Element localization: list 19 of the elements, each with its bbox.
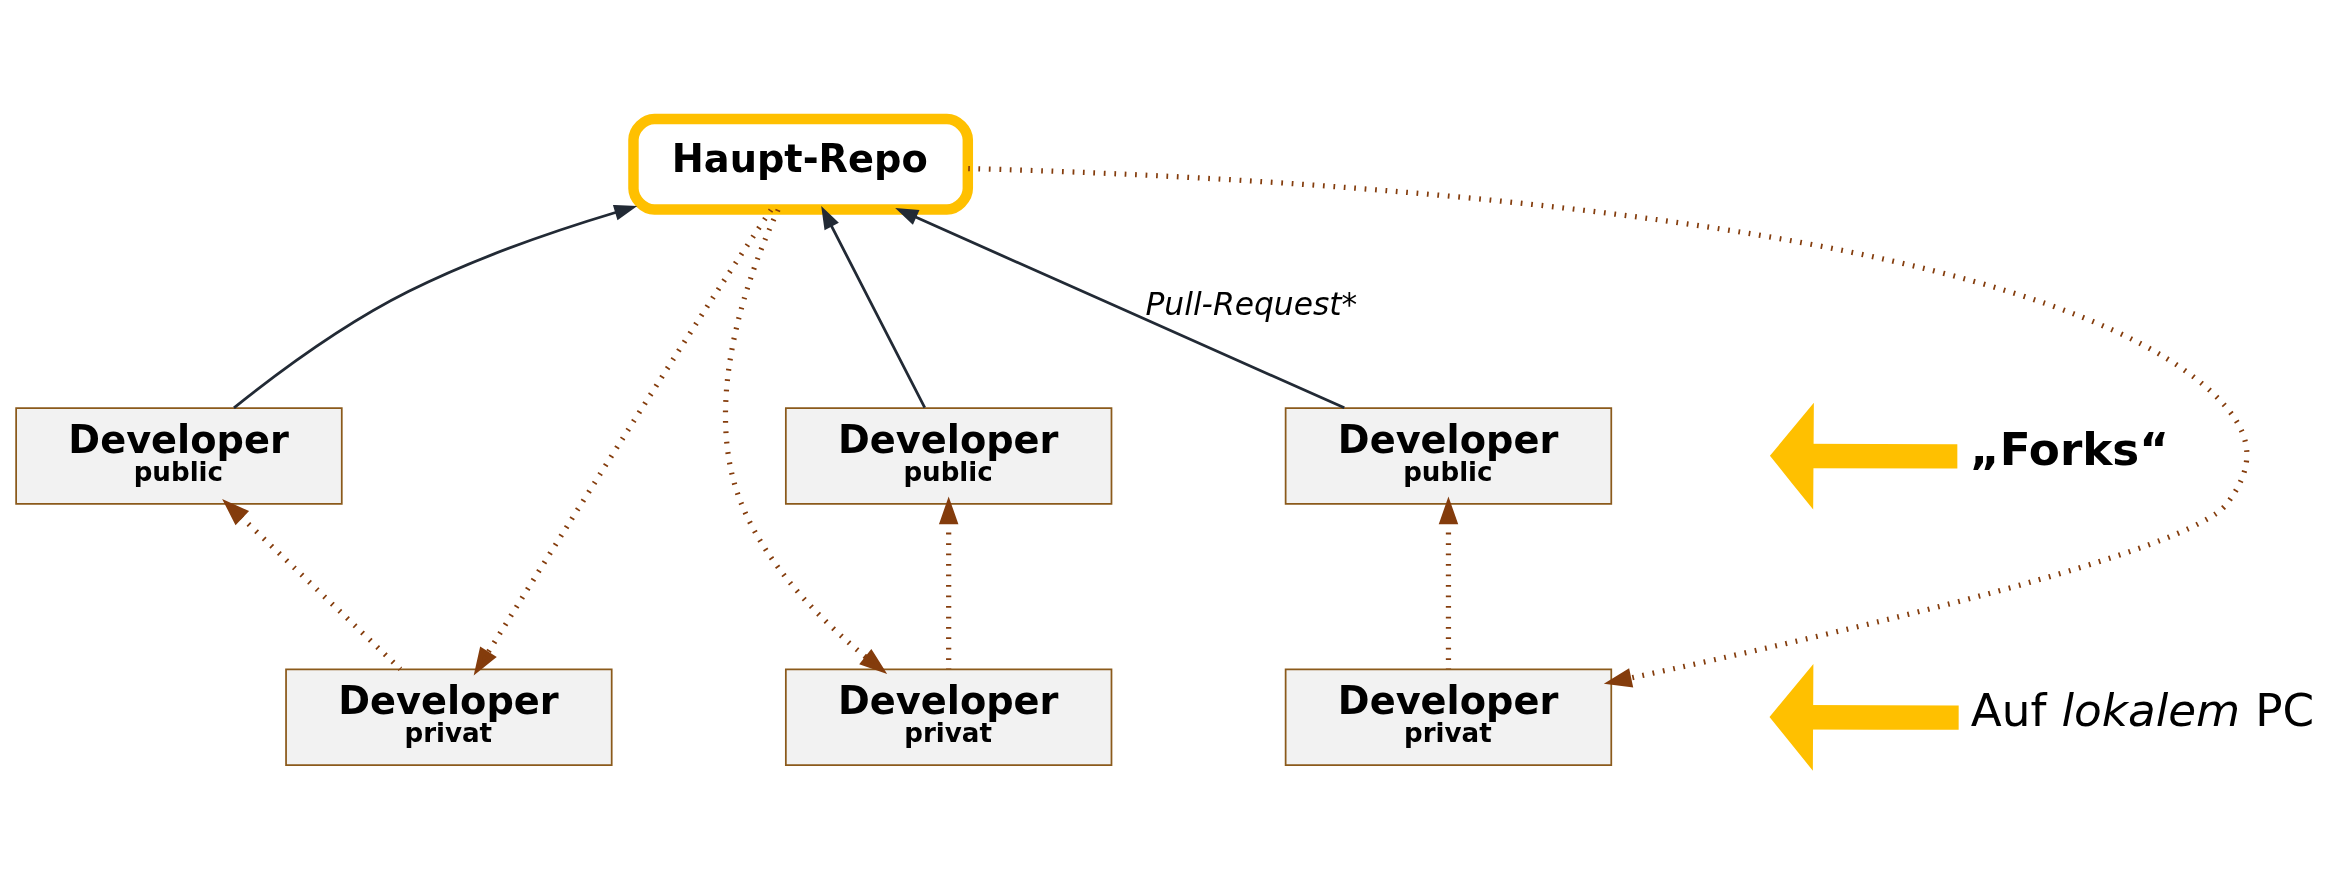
node-box: Developer public [784,407,1113,505]
node-box: Haupt-Repo [628,113,974,215]
arrow [723,208,888,674]
arrow [1769,663,1959,771]
arrow [968,165,2250,688]
node-box: Developer privat [285,668,613,766]
edge-label: Pull-Request* [1145,285,1358,322]
arrow [233,204,638,409]
node-box: Developer privat [784,668,1113,766]
node-box: Developer public [1284,407,1613,505]
node-text: „Forks“ [1970,423,2170,477]
arrow [222,498,403,671]
node-box: Developer privat [1284,668,1613,766]
arrow [473,208,774,676]
arrow [821,206,926,409]
node-box: Developer public [15,407,343,505]
node-text: Auf lokalem PC [1970,684,2315,738]
arrow [895,208,1345,410]
arrow [1769,402,1958,510]
